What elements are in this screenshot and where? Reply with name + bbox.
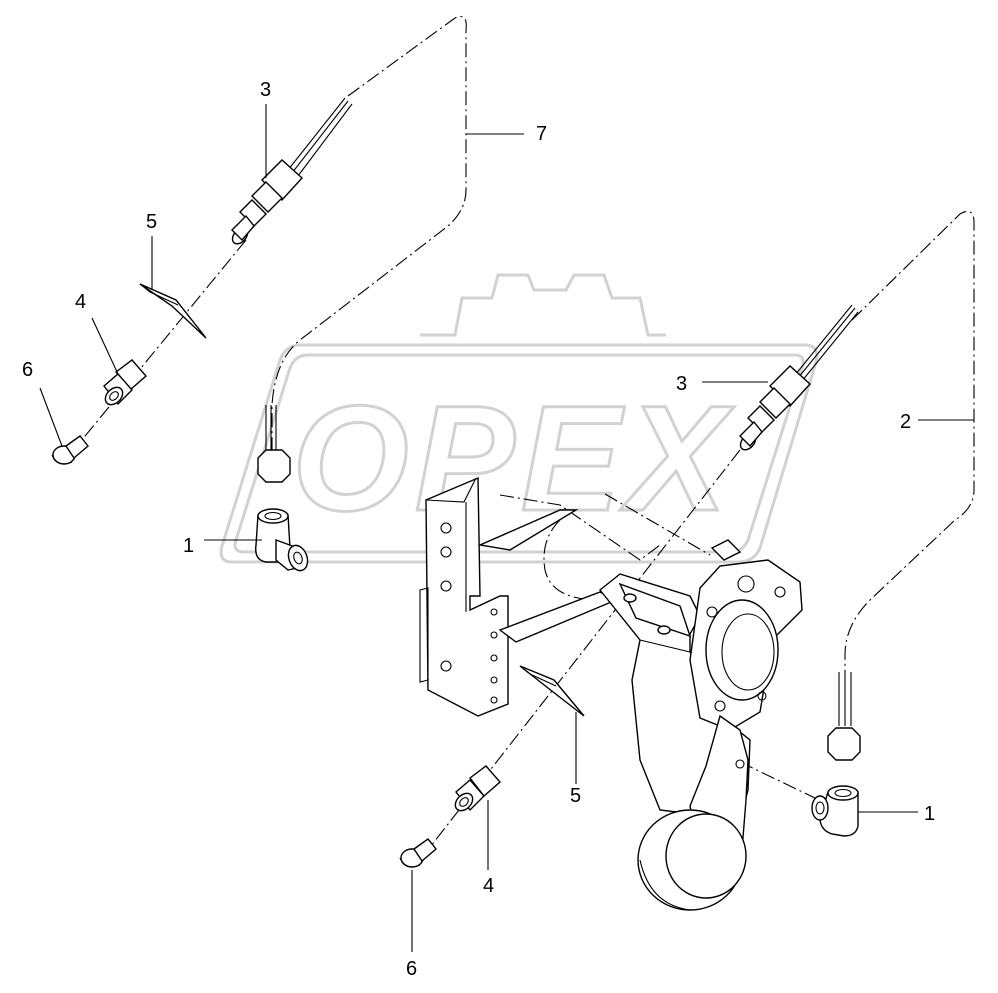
callout-3-top: 3 — [260, 79, 271, 101]
adapter-4-bottom — [454, 765, 501, 812]
callout-6-left: 6 — [22, 359, 33, 381]
right-hose-assembly — [739, 304, 859, 451]
hose-nut-right — [827, 727, 861, 761]
hidden-bracket-outline — [543, 519, 601, 601]
leader-lines — [39, 104, 974, 952]
centerline-hub — [499, 494, 661, 561]
centerline-right-elbow — [739, 761, 816, 799]
leader-4-left — [91, 317, 119, 375]
mounting-bracket — [419, 476, 618, 717]
leader-6-left — [39, 387, 63, 447]
callout-5-bottom: 5 — [570, 785, 581, 807]
grease-nipple-6-left — [51, 435, 89, 465]
callout-7: 7 — [536, 123, 547, 145]
callout-6-bottom: 6 — [406, 958, 417, 980]
hose-crimp-fitting-3-right — [739, 365, 811, 451]
elbow-fitting-1-right — [811, 785, 859, 837]
callout-5-top: 5 — [146, 211, 157, 233]
adapter-4-left — [103, 359, 147, 406]
watermark-text: OPEX — [292, 374, 735, 542]
right-elbow-assembly — [811, 672, 861, 837]
left-hose-assembly — [51, 97, 353, 465]
callout-1-left: 1 — [183, 535, 194, 557]
hose-7-line — [271, 15, 467, 455]
clip-5-top — [139, 283, 207, 339]
hose-2-line — [844, 210, 975, 672]
watermark-logo: OPEX — [219, 273, 819, 564]
hose-crimp-fitting-3-top — [231, 159, 303, 245]
hose-nut-left — [257, 449, 291, 483]
grease-nipple-6-bottom — [399, 838, 437, 868]
callout-4-left: 4 — [75, 291, 86, 313]
clip-5-bottom — [519, 665, 585, 717]
centerline-bracket — [604, 493, 711, 556]
pedal-pad — [637, 809, 747, 911]
callout-labels: 1 1 2 3 3 4 4 5 5 6 6 7 — [22, 79, 935, 980]
callout-3-right: 3 — [676, 373, 687, 395]
pedal-arm — [599, 539, 803, 911]
callout-4-bottom: 4 — [483, 875, 494, 897]
left-elbow-assembly — [255, 405, 309, 572]
elbow-fitting-1-left — [255, 508, 309, 572]
bottom-fitting-chain — [399, 665, 585, 868]
centerline-left — [71, 239, 247, 453]
callout-2: 2 — [900, 411, 911, 433]
callout-1-right: 1 — [924, 803, 935, 825]
